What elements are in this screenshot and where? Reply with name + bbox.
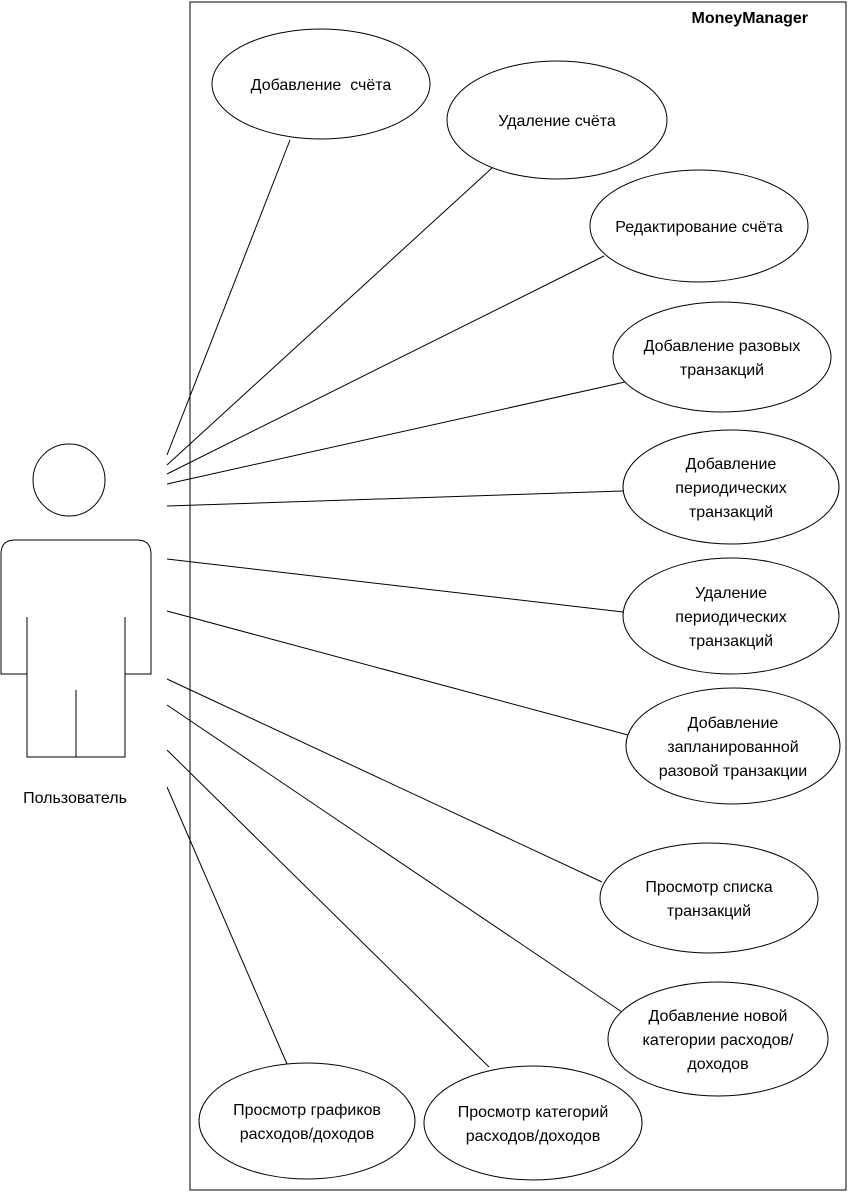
- associations: [166, 139, 629, 1068]
- use-case-ellipse: [599, 842, 819, 954]
- use-case-ellipse: [211, 28, 431, 140]
- use-case-label: Просмотр графиков: [233, 1102, 381, 1119]
- actor-head: [32, 443, 106, 517]
- actor-label: Пользователь: [23, 790, 127, 807]
- association-delete-account: [166, 167, 493, 466]
- use-case-label: Добавление: [686, 456, 777, 473]
- use-case-label: транзакций: [667, 903, 751, 920]
- use-case-ellipse: [423, 1065, 643, 1181]
- association-delete-periodic-transactions: [166, 558, 624, 613]
- association-add-one-time-transactions: [166, 381, 626, 485]
- use-case-add-account: Добавление счёта: [211, 28, 431, 140]
- use-case-label: Удаление: [695, 585, 767, 602]
- use-case-label: разовой транзакции: [659, 763, 808, 780]
- association-add-category: [166, 704, 623, 1013]
- use-case-label: Редактирование счёта: [615, 219, 783, 236]
- use-case-ellipse: [612, 301, 832, 413]
- use-case-label: запланированной: [667, 739, 798, 756]
- use-case-label: транзакций: [689, 504, 773, 521]
- use-case-label: транзакций: [689, 633, 773, 650]
- use-case-ellipse: [625, 687, 841, 805]
- use-case-label: Добавление счёта: [251, 77, 392, 94]
- use-case-ellipse: [446, 60, 668, 180]
- actor-body: [0, 539, 152, 758]
- use-case-view-categories: Просмотр категорий расходов/доходов: [423, 1065, 643, 1181]
- use-case-delete-periodic-transactions: Удаление периодических транзакций: [622, 557, 840, 675]
- use-case-ellipse: [622, 557, 840, 675]
- association-add-account: [166, 139, 291, 456]
- use-case-add-category: Добавление новой категории расходов/доход…: [607, 981, 829, 1097]
- use-case-label: периодических: [675, 609, 786, 626]
- use-case-edit-account: Редактирование счёта: [589, 169, 809, 283]
- use-case-label: Удаление счёта: [498, 113, 616, 130]
- actor-figure: [0, 443, 152, 758]
- use-case-label: расходов/доходов: [466, 1128, 601, 1145]
- use-case-label: Добавление новой: [649, 1008, 788, 1025]
- association-add-periodic-transactions: [166, 490, 624, 507]
- system-title: MoneyManager: [692, 10, 808, 27]
- use-case-delete-account: Удаление счёта: [446, 60, 668, 180]
- association-add-scheduled-transaction: [166, 610, 629, 736]
- use-case-ellipse: [622, 429, 840, 545]
- association-view-categories: [166, 749, 490, 1068]
- use-case-ellipse: [589, 169, 809, 283]
- use-case-label: категории расходов/: [643, 1032, 794, 1049]
- use-case-label: Просмотр категорий: [458, 1104, 609, 1121]
- association-edit-account: [166, 255, 605, 475]
- use-case-label: транзакций: [680, 362, 764, 379]
- system-boundary: [189, 1, 847, 1191]
- use-case-view-transaction-list: Просмотр списка транзакций: [599, 842, 819, 954]
- use-case-ellipse: [198, 1062, 416, 1180]
- use-case-label: периодических: [675, 480, 786, 497]
- use-case-add-periodic-transactions: Добавление периодических транзакций: [622, 429, 840, 545]
- association-view-charts: [166, 786, 288, 1065]
- use-case-add-scheduled-transaction: Добавление запланированной разовой транзак…: [625, 687, 841, 805]
- use-case-label: Добавление разовых: [644, 338, 801, 355]
- association-view-transaction-list: [166, 678, 603, 883]
- use-case-label: доходов: [687, 1056, 748, 1073]
- use-case-label: Просмотр списка: [645, 879, 772, 896]
- use-case-add-one-time-transactions: Добавление разовых транзакций: [612, 301, 832, 413]
- use-case-view-charts: Просмотр графиков расходов/доходов: [198, 1062, 416, 1180]
- use-case-ellipse: [607, 981, 829, 1097]
- use-case-label: Добавление: [688, 715, 779, 732]
- use-case-label: расходов/доходов: [240, 1126, 375, 1143]
